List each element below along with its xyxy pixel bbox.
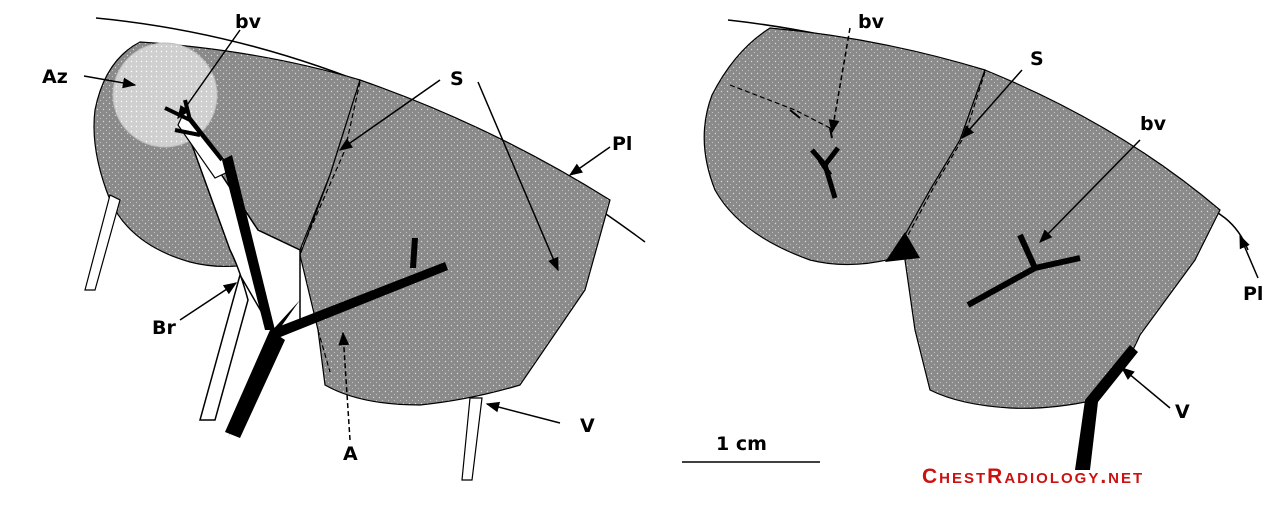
bv-right-mid	[966, 233, 1081, 308]
arrow-s2-left	[477, 81, 559, 272]
arrow-v-right	[1120, 367, 1171, 409]
scale-bar-label: 1 cm	[716, 433, 767, 455]
arrow-s-left	[338, 79, 441, 151]
arrow-a	[338, 331, 351, 441]
artery-branch-up	[222, 155, 275, 330]
vein-left-lower-1	[84, 194, 121, 291]
artery-branch-twig	[410, 238, 418, 268]
left-panel: Az bv S Pl Br A V	[42, 11, 646, 481]
label-br: Br	[152, 317, 176, 339]
arrow-az	[83, 75, 137, 89]
label-az: Az	[42, 66, 68, 88]
watermark-text: ChestRadiology.net	[922, 465, 1144, 488]
arrow-bv-left	[177, 29, 241, 120]
label-pl-left: Pl	[612, 133, 632, 155]
arrow-v-left	[485, 401, 561, 424]
arrow-br	[179, 282, 238, 321]
label-bv-right-mid: bv	[1140, 113, 1167, 135]
label-s-right: S	[1030, 48, 1044, 70]
label-s-left: S	[450, 68, 464, 90]
septum-dashed-left	[297, 81, 361, 259]
vein-septal-right	[885, 232, 920, 262]
arrow-s-right	[961, 69, 1023, 140]
label-bv-right-top: bv	[858, 11, 885, 33]
label-pl-right: Pl	[1243, 283, 1263, 305]
label-bv-left: bv	[235, 11, 262, 33]
label-a: A	[343, 443, 358, 465]
scale-bar: 1 cm	[682, 433, 820, 463]
vein-left-lower-2	[461, 397, 483, 481]
right-panel: bv S bv Pl V	[703, 11, 1263, 470]
lobule-right-1	[703, 27, 986, 266]
label-v-left: V	[580, 415, 595, 437]
arrow-bv-right-top	[828, 27, 851, 134]
label-v-right: V	[1175, 401, 1190, 423]
septum-dashed-bottom-left	[317, 329, 331, 373]
arrow-pl-left	[568, 146, 611, 176]
artery-trunk	[225, 330, 285, 438]
bv-right-upper	[810, 146, 840, 199]
vein-v-right	[1075, 345, 1138, 470]
lobule-left-2	[299, 79, 611, 406]
septum-dashed-right	[907, 71, 986, 236]
artery-branch-right	[270, 262, 448, 338]
arrow-pl-right	[1239, 234, 1259, 279]
arrow-bv-right-mid	[1039, 139, 1141, 243]
